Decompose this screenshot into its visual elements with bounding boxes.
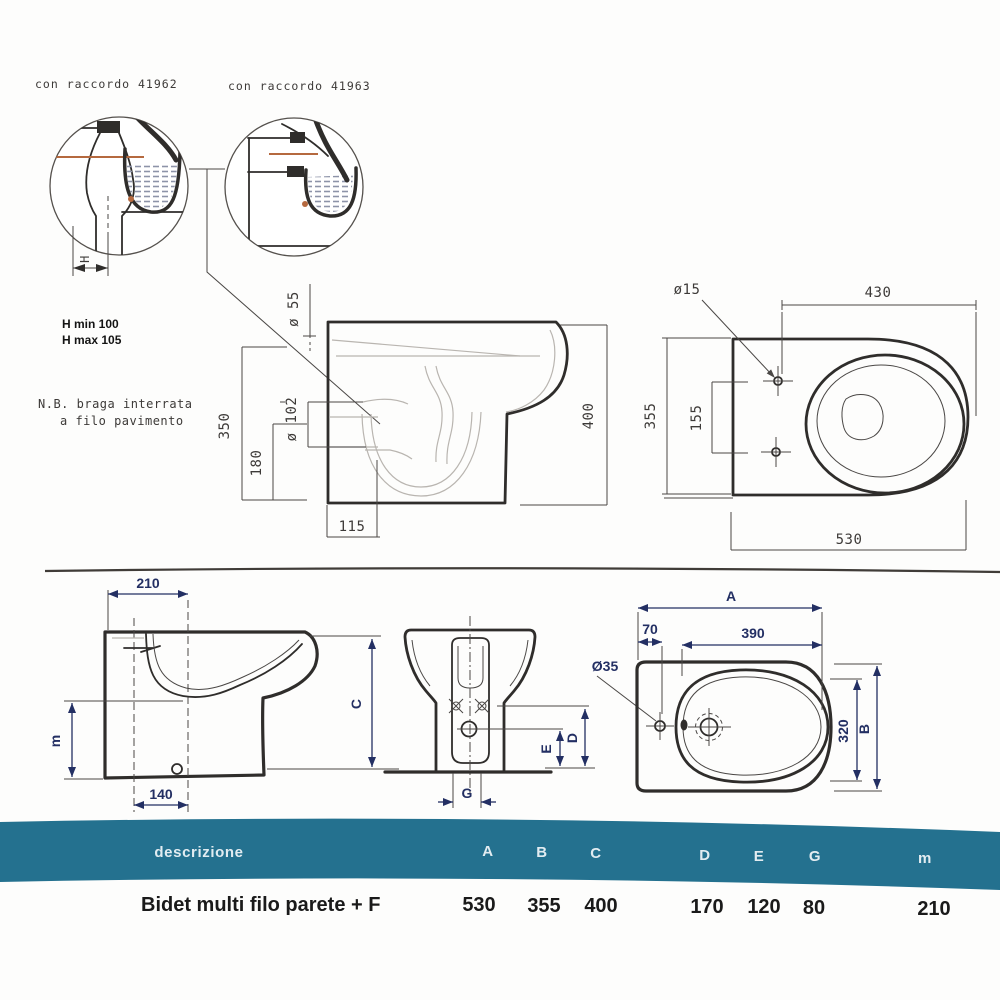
bidet-front-holes <box>448 698 490 738</box>
wc-side-interior <box>330 329 556 497</box>
overflow-hole <box>680 719 688 731</box>
bidet-front-recess <box>451 637 490 764</box>
wc-top-dim-155: 155 <box>689 405 705 432</box>
bidet-side-dim-210: 210 <box>136 575 160 591</box>
col-header-C: C <box>590 845 601 862</box>
bidet-side-dim-m: m <box>47 735 63 747</box>
value-E: 120 <box>747 896 780 918</box>
bidet-top-dimensions: A 70 390 320 B <box>637 588 882 792</box>
nb-note-line2: a filo pavimento <box>60 414 184 428</box>
bidet-side-hole <box>171 763 183 775</box>
bidet-front-dim-D: D <box>564 733 580 743</box>
bidet-front-dim-E: E <box>538 744 554 753</box>
bidet-front-inner-walls <box>411 639 529 687</box>
bidet-top-dim-A: A <box>726 588 736 604</box>
bidet-side-dim-140: 140 <box>149 786 173 802</box>
bidet-top-bowl-inner <box>682 676 822 776</box>
detail-label-41962: con raccordo 41962 <box>35 77 178 91</box>
bidet-top-dim-B: B <box>856 724 872 734</box>
notes: H min 100 H max 105 N.B. braga interrata… <box>38 317 193 428</box>
h-max-note: H max 105 <box>62 333 122 347</box>
water-hatching <box>308 175 353 212</box>
value-G: 80 <box>803 897 825 919</box>
bidet-top-dim-390: 390 <box>741 625 765 641</box>
wc-top-dim-530: 530 <box>836 532 863 548</box>
wc-side-dim-dia55: ø 55 <box>286 291 302 327</box>
col-header-B: B <box>536 844 547 861</box>
wc-side-dim-115: 115 <box>339 519 366 535</box>
detail-interior-41962 <box>51 117 185 255</box>
bidet-dim-dia35: Ø35 <box>592 658 619 674</box>
col-header-G: G <box>809 848 821 865</box>
value-m: 210 <box>917 898 950 920</box>
value-D: 170 <box>690 896 723 918</box>
col-header-m: m <box>918 850 932 867</box>
wc-top-dimensions: ø15 430 355 155 530 <box>643 282 977 551</box>
col-header-descrizione: descrizione <box>154 844 243 861</box>
detail-circle-outline <box>49 116 189 256</box>
wc-top-dim-355: 355 <box>643 403 659 430</box>
section-divider <box>44 567 1000 574</box>
wc-mounting-holes <box>761 366 793 467</box>
detail-label-41963: con raccordo 41963 <box>228 79 371 93</box>
wc-water-spot <box>841 394 884 441</box>
bidet-top-dim-70: 70 <box>642 621 658 637</box>
wc-side-dim-dia102: ø 102 <box>284 397 300 442</box>
bidet-side-outline <box>103 630 319 780</box>
detail-view-raccordo-41963: con raccordo 41963 <box>224 79 371 257</box>
h-dim-label: H <box>78 255 92 263</box>
wc-side-dim-350: 350 <box>217 413 233 440</box>
col-header-D: D <box>699 847 710 864</box>
nb-note-line1: N.B. braga interrata <box>38 397 193 411</box>
spec-table: descrizione A B C D E G m Bidet multi fi… <box>0 818 1000 920</box>
seal-dot <box>302 201 308 207</box>
seal-dot <box>128 196 134 202</box>
detail-leader-lines <box>189 168 381 425</box>
col-header-E: E <box>754 848 765 865</box>
bidet-front-outline <box>403 628 537 773</box>
bidet-top-bowl-outer <box>674 668 830 784</box>
wc-top-dim-430: 430 <box>865 285 892 301</box>
wc-side-outline <box>326 320 569 505</box>
bidet-front-view: E D G Ø35 <box>383 616 657 808</box>
table-row: Bidet multi filo parete + F 530 355 400 … <box>141 894 951 920</box>
bidet-side-dim-C: C <box>348 699 364 709</box>
bidet-side-dimensions: 210 m 140 C <box>47 575 399 809</box>
h-min-note: H min 100 <box>62 317 119 331</box>
wc-bowl-inner <box>816 364 946 478</box>
table-header-band <box>0 818 1000 890</box>
bidet-side-interior <box>112 600 303 812</box>
detail-interior-41963 <box>247 118 358 247</box>
h-dimension: H <box>72 226 109 276</box>
bidet-top-outline <box>635 660 833 793</box>
value-A: 530 <box>462 894 495 916</box>
wc-side-dim-180: 180 <box>249 450 265 477</box>
wc-bowl-outer <box>804 353 966 495</box>
bidet-side-view: 210 m 140 C <box>47 575 399 812</box>
bidet-top-holes <box>646 708 731 746</box>
wc-side-dimensions: ø 55 ø 102 350 180 115 400 <box>217 284 608 538</box>
value-B: 355 <box>527 895 560 917</box>
row-label: Bidet multi filo parete + F <box>141 894 380 916</box>
detail-view-raccordo-41962: con raccordo 41962 H <box>35 77 189 276</box>
bidet-top-view: A 70 390 320 B <box>635 588 882 793</box>
bidet-front-dimensions: E D G Ø35 <box>438 658 657 808</box>
value-C: 400 <box>584 895 617 917</box>
wc-side-view: ø 55 ø 102 350 180 115 400 <box>217 284 608 538</box>
col-header-A: A <box>482 843 493 860</box>
water-hatching <box>127 165 177 210</box>
wc-top-dim-dia15: ø15 <box>674 282 701 298</box>
wc-side-dim-400: 400 <box>581 403 597 430</box>
wc-top-view: ø15 430 355 155 530 <box>643 282 977 551</box>
bidet-front-dim-G: G <box>462 785 473 801</box>
bidet-top-dim-320: 320 <box>835 719 851 743</box>
